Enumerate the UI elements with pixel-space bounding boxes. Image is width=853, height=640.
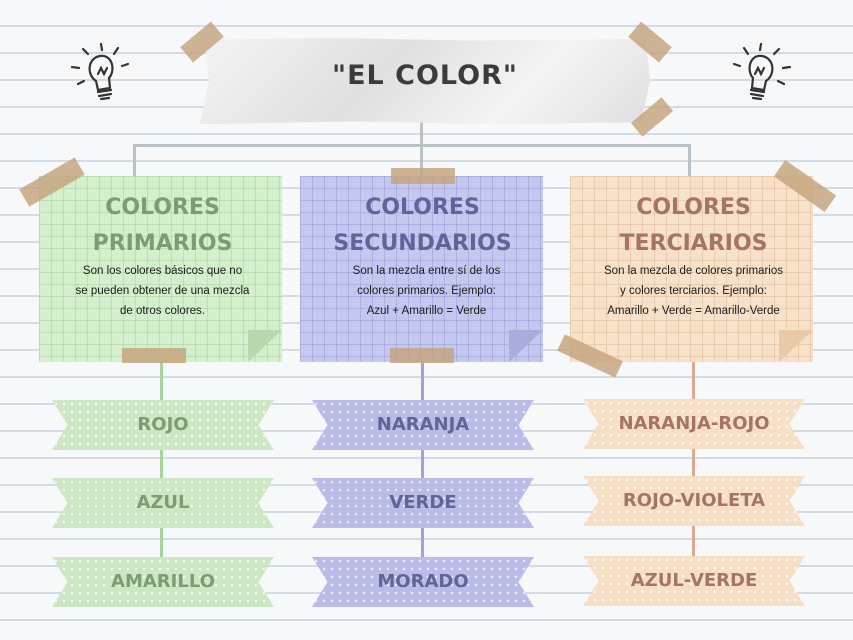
banner-item — [52, 557, 274, 607]
banner-item — [583, 399, 805, 449]
connector-left — [133, 144, 136, 178]
banner-label: ROJO-VIOLETA — [622, 490, 766, 511]
card-title-secundarios-1: COLORES — [365, 195, 480, 220]
page-title: "EL COLOR" — [332, 60, 518, 91]
card-title-terciarios-2: TERCIARIOS — [619, 231, 768, 256]
banner-label: ROJO — [137, 414, 189, 435]
connector-middle — [420, 144, 423, 178]
title-connector-horizontal — [133, 144, 690, 147]
column-line-peach — [692, 358, 695, 583]
banner-item — [52, 400, 274, 450]
card-desc-terciarios-2: y colores terciarios. Ejemplo: — [620, 285, 767, 297]
banner-label: AMARILLO — [111, 571, 215, 592]
banner-item — [312, 400, 534, 450]
banner-item — [312, 557, 534, 607]
card-title-terciarios-1: COLORES — [636, 195, 751, 220]
card-fold-secundarios — [509, 330, 543, 362]
banner-label: AZUL — [136, 492, 190, 513]
banner-label: NARANJA — [376, 414, 470, 435]
banner-label: VERDE — [389, 492, 457, 513]
lightbulb-icon — [70, 42, 130, 101]
card-tape-secundarios-bottom — [390, 348, 454, 363]
column-line-green — [160, 358, 163, 583]
banner-item — [583, 556, 805, 606]
card-title-secundarios-2: SECUNDARIOS — [333, 231, 512, 256]
connector-right — [688, 144, 691, 178]
banner-item — [312, 478, 534, 528]
card-desc-primarios-3: de otros colores. — [119, 305, 205, 317]
card-desc-secundarios-2: colores primarios. Ejemplo: — [357, 285, 496, 297]
lightbulb-icon — [732, 42, 792, 101]
card-desc-secundarios-3: Azul + Amarillo = Verde — [366, 305, 487, 317]
banner-label: NARANJA-ROJO — [618, 413, 770, 434]
card-fold-primarios — [248, 330, 282, 362]
card-primarios — [39, 176, 282, 362]
banner-label: AZUL-VERDE — [630, 570, 758, 591]
card-tape-secundarios-top — [391, 168, 455, 184]
title-connector-vertical — [420, 122, 423, 146]
card-fold-terciarios — [779, 330, 813, 362]
title-paper — [200, 38, 650, 124]
card-title-primarios-2: PRIMARIOS — [92, 231, 233, 256]
card-desc-terciarios-3: Amarillo + Verde = Amarillo-Verde — [607, 305, 780, 317]
card-terciarios — [570, 176, 813, 362]
card-desc-primarios-1: Son los colores básicos que no — [82, 265, 243, 277]
card-title-primarios-1: COLORES — [105, 195, 220, 220]
banner-item — [52, 478, 274, 528]
column-line-purple — [421, 358, 424, 583]
card-desc-terciarios-1: Son la mezcla de colores primarios — [604, 265, 783, 277]
banner-item — [583, 476, 805, 526]
card-secundarios — [300, 176, 543, 362]
card-tape-primarios-bottom — [122, 348, 186, 363]
card-desc-secundarios-1: Son la mezcla entre sí de los — [352, 265, 501, 277]
card-desc-primarios-2: se pueden obtener de una mezcla — [75, 285, 250, 297]
banner-label: MORADO — [377, 571, 469, 592]
